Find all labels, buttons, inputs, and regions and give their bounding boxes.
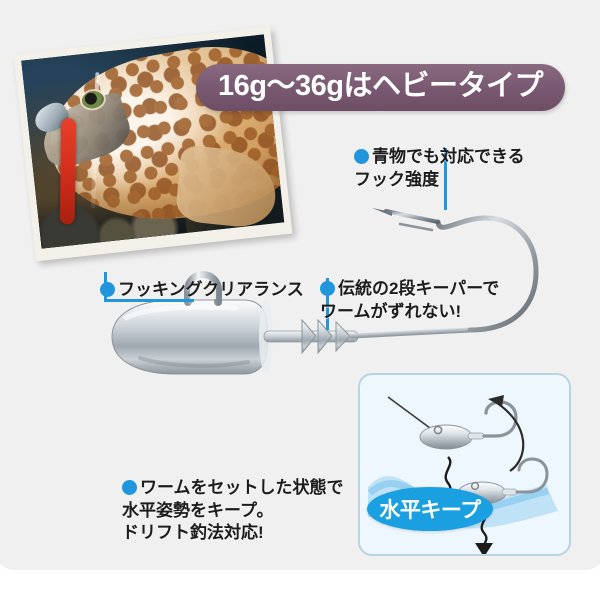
inset-jig-upper <box>387 396 518 450</box>
inset-curved-arrow <box>488 395 525 472</box>
callout-two-stage-keeper-label: 伝統の2段キーパーで ワームがずれない! <box>320 279 500 321</box>
bullet-dot-icon <box>122 480 137 496</box>
callout-two-stage-keeper: 伝統の2段キーパーで ワームがずれない! <box>320 256 499 323</box>
line-eyelet-loop <box>184 271 222 306</box>
leader-line-keeper <box>326 278 329 330</box>
hook-point <box>372 208 392 216</box>
lead-head-body <box>111 299 273 375</box>
callout-hook-strength-label: 青物でも対応できる フック強度 <box>354 147 525 189</box>
callout-hook-strength: 青物でも対応できる フック強度 <box>354 124 525 191</box>
two-stage-worm-keeper <box>263 318 359 355</box>
horizontal-keep-badge: 水平キープ <box>367 487 493 531</box>
callout-horizontal-keep-label: ワームをセットした状態で 水平姿勢をキープ。 ドリフト釣法対応! <box>122 478 344 543</box>
bullet-dot-icon <box>320 281 335 297</box>
callout-horizontal-keep: ワームをセットした状態で 水平姿勢をキープ。 ドリフト釣法対応! <box>122 455 344 545</box>
bullet-dot-icon <box>100 282 115 298</box>
bullet-dot-icon <box>354 149 369 165</box>
callout-hooking-clearance-label: フッキングクリアランス <box>118 280 304 300</box>
fishing-hook <box>349 208 539 339</box>
horizontal-keep-diagram <box>358 373 571 556</box>
leader-line-clearance-horiz <box>104 299 194 302</box>
callout-hooking-clearance: フッキングクリアランス <box>100 257 304 302</box>
leader-line-hook-strength <box>444 148 447 210</box>
weight-type-banner: 16g〜36gはヘビータイプ <box>196 64 565 112</box>
